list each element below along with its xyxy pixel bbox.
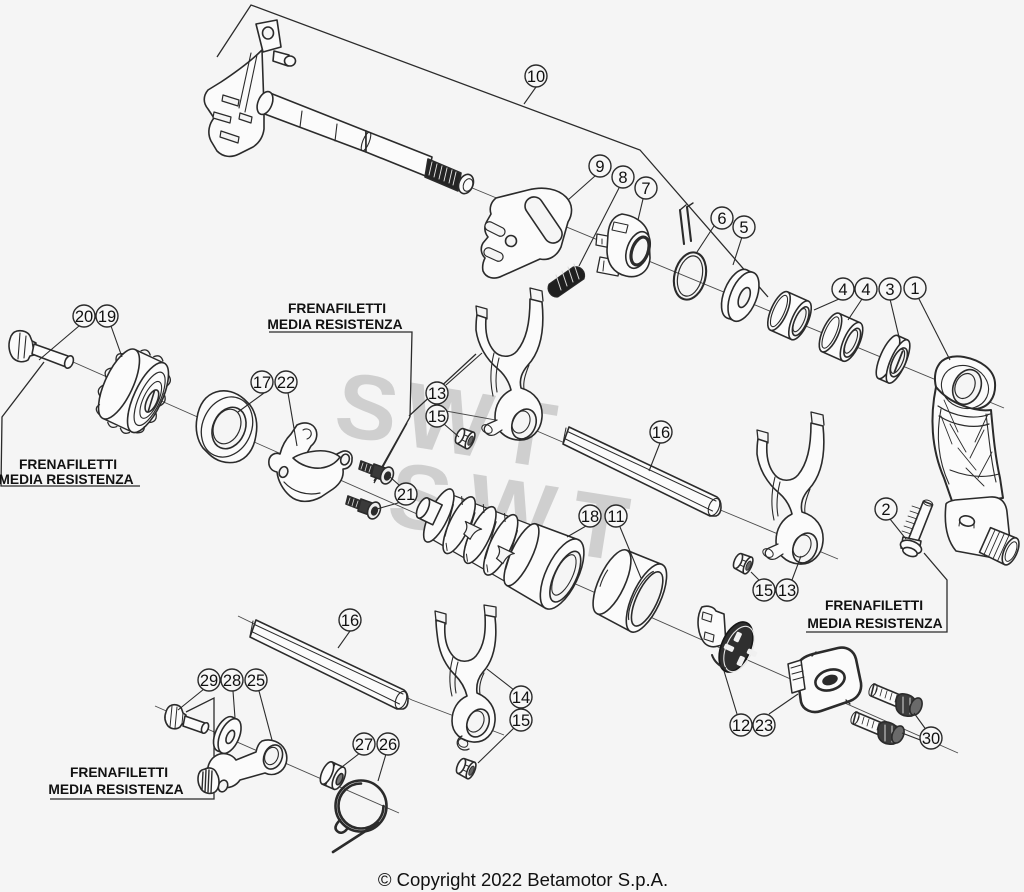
svg-text:16: 16 [652, 424, 670, 442]
svg-text:29: 29 [200, 672, 218, 690]
svg-text:18: 18 [581, 508, 599, 526]
svg-text:FRENAFILETTI: FRENAFILETTI [19, 457, 117, 472]
svg-text:12: 12 [732, 717, 750, 735]
svg-text:11: 11 [607, 508, 624, 526]
svg-text:6: 6 [717, 210, 726, 228]
svg-text:19: 19 [98, 308, 116, 326]
svg-text:FRENAFILETTI: FRENAFILETTI [825, 598, 923, 613]
svg-text:28: 28 [223, 672, 241, 690]
svg-text:17: 17 [253, 374, 271, 392]
svg-text:25: 25 [247, 672, 265, 690]
svg-text:© Copyright 2022 Betamotor S.p: © Copyright 2022 Betamotor S.p.A. [378, 869, 668, 890]
svg-text:22: 22 [277, 374, 295, 392]
svg-text:23: 23 [755, 717, 773, 735]
svg-text:1: 1 [910, 280, 919, 298]
svg-text:2: 2 [881, 501, 890, 519]
svg-text:8: 8 [618, 169, 627, 187]
svg-text:30: 30 [922, 730, 940, 748]
svg-text:15: 15 [428, 408, 446, 426]
svg-text:MEDIA RESISTENZA: MEDIA RESISTENZA [0, 472, 134, 487]
svg-text:MEDIA RESISTENZA: MEDIA RESISTENZA [48, 782, 183, 797]
svg-text:3: 3 [885, 281, 894, 299]
svg-text:4: 4 [838, 281, 847, 299]
svg-text:9: 9 [595, 158, 604, 176]
svg-text:MEDIA RESISTENZA: MEDIA RESISTENZA [267, 317, 402, 332]
svg-text:27: 27 [355, 736, 373, 754]
svg-text:15: 15 [512, 712, 530, 730]
svg-text:FRENAFILETTI: FRENAFILETTI [288, 301, 386, 316]
svg-text:26: 26 [379, 736, 397, 754]
svg-text:14: 14 [512, 689, 530, 707]
svg-text:13: 13 [778, 582, 796, 600]
svg-text:13: 13 [428, 385, 446, 403]
svg-text:7: 7 [641, 180, 650, 198]
svg-text:16: 16 [341, 612, 359, 630]
svg-text:21: 21 [397, 486, 415, 504]
svg-text:10: 10 [527, 68, 545, 86]
svg-text:15: 15 [755, 582, 773, 600]
svg-text:MEDIA RESISTENZA: MEDIA RESISTENZA [807, 616, 942, 631]
svg-text:20: 20 [75, 308, 93, 326]
svg-text:FRENAFILETTI: FRENAFILETTI [70, 765, 168, 780]
svg-text:5: 5 [739, 219, 748, 237]
svg-text:4: 4 [861, 281, 870, 299]
